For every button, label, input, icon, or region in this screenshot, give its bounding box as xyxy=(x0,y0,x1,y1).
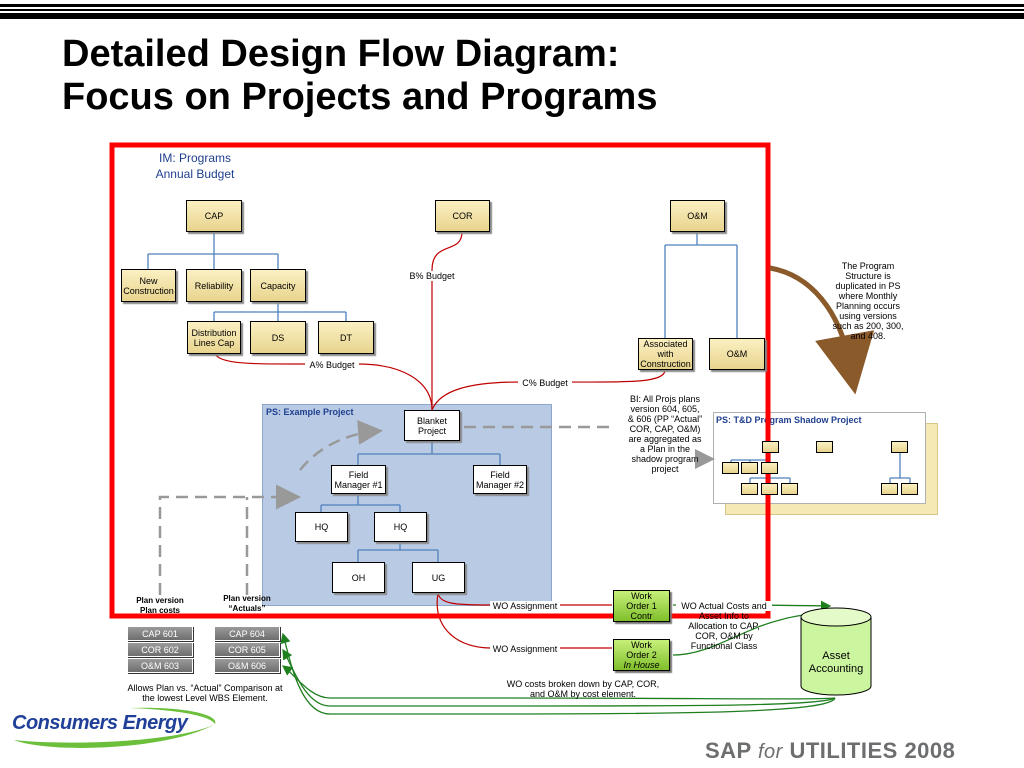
sap-utilities-logo: SAP for UTILITIES 2008 xyxy=(705,738,956,763)
shadow-node xyxy=(722,462,739,474)
wo-actual-costs-note: WO Actual Costs and Asset Info to Alloca… xyxy=(676,601,772,651)
field-manager-2-node[interactable]: Field Manager #2 xyxy=(473,465,527,494)
oh-node[interactable]: OH xyxy=(332,562,385,593)
actual-cap-604: CAP 604 xyxy=(214,626,280,641)
shadow-node xyxy=(881,483,898,495)
title-line-1: Detailed Design Flow Diagram: xyxy=(62,33,620,75)
om-node[interactable]: O&M xyxy=(670,200,725,232)
wo-assignment-label-1: WO Assignment xyxy=(490,601,560,611)
plan-cost-cor-602: COR 602 xyxy=(127,642,193,657)
shadow-node xyxy=(741,483,758,495)
ds-node[interactable]: DS xyxy=(250,321,306,354)
new-construction-node[interactable]: New Construction xyxy=(121,269,176,302)
c-budget-label: C% Budget xyxy=(518,378,572,388)
plan-vs-actual-note: Allows Plan vs. “Actual” Comparison at t… xyxy=(127,683,283,703)
b-budget-label: B% Budget xyxy=(400,271,464,281)
field-manager-1-node[interactable]: Field Manager #1 xyxy=(331,465,386,494)
im-programs-label: IM: Programs Annual Budget xyxy=(155,151,235,181)
om-child-node[interactable]: O&M xyxy=(709,338,765,370)
title-line-2: Focus on Projects and Programs xyxy=(62,76,658,118)
consumers-energy-swoosh-icon xyxy=(14,707,216,748)
shadow-node xyxy=(891,441,908,453)
a-budget-label: A% Budget xyxy=(305,360,359,370)
consumers-energy-wordmark: Consumers Energy xyxy=(12,712,188,734)
plan-cost-cap-601: CAP 601 xyxy=(127,626,193,641)
ps-example-project-label: PS: Example Project xyxy=(266,407,354,417)
actual-om-606: O&M 606 xyxy=(214,658,280,673)
shadow-node xyxy=(781,483,798,495)
shadow-node xyxy=(761,462,778,474)
work-order-1-node[interactable]: Work Order 1 Contr xyxy=(613,590,670,622)
plan-costs-header: Plan version Plan costs xyxy=(136,596,184,615)
blanket-project-node[interactable]: Blanket Project xyxy=(404,410,460,441)
page-title: Detailed Design Flow Diagram: Focus on P… xyxy=(62,33,657,119)
capacity-node[interactable]: Capacity xyxy=(250,269,306,302)
wo-assignment-label-2: WO Assignment xyxy=(490,644,560,654)
work-order-2-node[interactable]: Work Order 2 In House xyxy=(613,639,670,671)
shadow-node xyxy=(901,483,918,495)
shadow-node xyxy=(816,441,833,453)
asset-accounting-cylinder xyxy=(800,607,872,696)
wo-costs-note: WO costs broken down by CAP, COR, and O&… xyxy=(506,679,660,699)
header-rule xyxy=(0,0,1024,20)
distribution-lines-cap-node[interactable]: Distribution Lines Cap xyxy=(187,321,241,354)
ps-shadow-project-label: PS: T&D Program Shadow Project xyxy=(716,415,862,425)
cap-node[interactable]: CAP xyxy=(186,200,242,232)
hq-node-2[interactable]: HQ xyxy=(374,512,427,542)
dt-node[interactable]: DT xyxy=(318,321,374,354)
cor-node[interactable]: COR xyxy=(435,200,490,232)
plan-cost-om-603: O&M 603 xyxy=(127,658,193,673)
associated-construction-node[interactable]: Associated with Construction xyxy=(638,338,693,370)
program-structure-note: The Program Structure is duplicated in P… xyxy=(832,261,904,341)
ug-node[interactable]: UG xyxy=(412,562,465,593)
hq-node-1[interactable]: HQ xyxy=(295,512,348,542)
reliability-node[interactable]: Reliability xyxy=(186,269,242,302)
consumers-energy-logo: Consumers Energy xyxy=(10,702,220,759)
shadow-node xyxy=(761,483,778,495)
actual-cor-605: COR 605 xyxy=(214,642,280,657)
asset-accounting-label: Asset Accounting xyxy=(808,650,864,675)
bi-aggregation-note: BI: All Projs plans version 604, 605, & … xyxy=(627,394,703,474)
actuals-header: Plan version “Actuals” xyxy=(223,594,271,613)
shadow-node xyxy=(741,462,758,474)
shadow-node xyxy=(762,441,779,453)
